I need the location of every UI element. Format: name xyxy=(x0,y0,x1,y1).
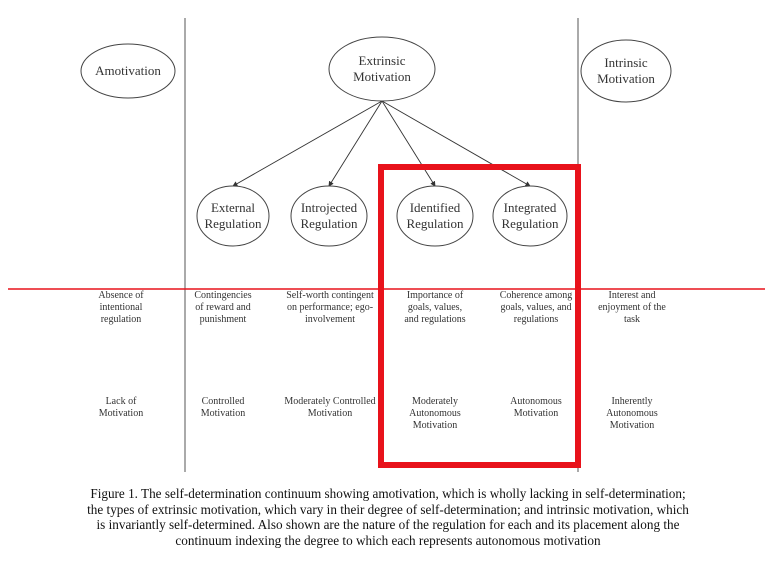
caption-line: continuum indexing the degree to which e… xyxy=(175,532,601,548)
regulation-cell-line: of reward and xyxy=(195,302,251,313)
motivation-cell-line: Motivation xyxy=(200,408,246,419)
ellipse-intrinsic xyxy=(580,39,672,103)
node-amotivation: Amotivation xyxy=(80,43,176,99)
node-label-integrated: Integrated xyxy=(504,200,557,215)
ellipse-identified xyxy=(396,185,474,247)
node-label-extrinsic: Extrinsic xyxy=(359,53,406,68)
motivation-cell-line: Moderately xyxy=(411,396,459,407)
nodes: AmotivationExtrinsicMotivationIntrinsicM… xyxy=(80,36,672,247)
motivation-cell-line: Autonomous xyxy=(409,408,461,419)
regulation-cell-line: and regulations xyxy=(404,314,466,325)
node-label-intrinsic: Motivation xyxy=(597,71,655,86)
motivation-cell-line: Motivation xyxy=(98,408,144,419)
node-label-amotivation: Amotivation xyxy=(95,63,161,78)
node-label-integrated: Regulation xyxy=(501,216,559,231)
regulation-cell-line: regulation xyxy=(100,314,142,325)
regulation-cell-line: Importance of xyxy=(406,290,464,301)
arrows xyxy=(232,100,531,187)
arrow-to-identified xyxy=(381,100,436,187)
regulation-cell-line: task xyxy=(623,314,641,325)
motivation-cell-line: Motivation xyxy=(609,420,655,431)
motivation-cell-line: Autonomous xyxy=(510,396,562,407)
arrow-to-introjected xyxy=(328,100,383,187)
motivation-cell-line: Autonomous xyxy=(606,408,658,419)
motivation-cell-line: Motivation xyxy=(307,408,353,419)
node-label-introjected: Regulation xyxy=(300,216,358,231)
node-label-external: Regulation xyxy=(204,216,262,231)
node-label-extrinsic: Motivation xyxy=(353,69,411,84)
ellipse-amotivation xyxy=(80,43,176,99)
ellipse-integrated xyxy=(492,185,568,247)
ellipse-external xyxy=(196,185,270,247)
motivation-cell-line: Motivation xyxy=(513,408,559,419)
caption-line: is invariantly self-determined. Also sho… xyxy=(96,517,680,532)
regulation-cell-line: involvement xyxy=(305,314,355,325)
regulation-cell-line: Coherence among xyxy=(499,290,573,301)
regulation-cell-line: goals, values, and xyxy=(500,302,572,313)
regulation-cell-line: Interest and xyxy=(608,290,656,301)
caption-line: Figure 1. The self-determination continu… xyxy=(90,486,686,501)
highlight-box xyxy=(378,164,581,468)
regulation-cell-line: goals, values, xyxy=(407,302,463,313)
motivation-cell-line: Moderately Controlled xyxy=(284,396,376,407)
caption-line: the types of extrinsic motivation, which… xyxy=(87,501,689,517)
regulation-cell-line: punishment xyxy=(199,314,247,325)
arrow-to-integrated xyxy=(381,100,531,187)
regulation-cell-line: intentional xyxy=(99,302,143,313)
figure-caption: Figure 1. The self-determination continu… xyxy=(28,486,748,548)
node-label-identified: Identified xyxy=(410,200,461,215)
regulation-cell-line: Absence of xyxy=(98,290,144,301)
node-label-introjected: Introjected xyxy=(301,200,358,215)
motivation-cell-line: Controlled xyxy=(201,396,245,407)
regulation-cell-line: Self-worth contingent xyxy=(286,290,374,301)
node-label-intrinsic: Intrinsic xyxy=(604,55,648,70)
ellipse-introjected xyxy=(290,185,368,247)
node-label-external: External xyxy=(211,200,255,215)
motivation-cell-line: Lack of xyxy=(105,396,137,407)
regulation-cell-line: on performance; ego- xyxy=(286,302,374,313)
arrow-to-external xyxy=(232,100,383,187)
regulation-cell-line: regulations xyxy=(513,314,559,325)
ellipse-extrinsic xyxy=(328,36,436,102)
regulation-cell-line: Contingencies xyxy=(194,290,252,301)
motivation-cell-line: Motivation xyxy=(412,420,458,431)
node-label-identified: Regulation xyxy=(406,216,464,231)
motivation-cell-line: Inherently xyxy=(611,396,653,407)
regulation-cell-line: enjoyment of the xyxy=(598,302,666,313)
